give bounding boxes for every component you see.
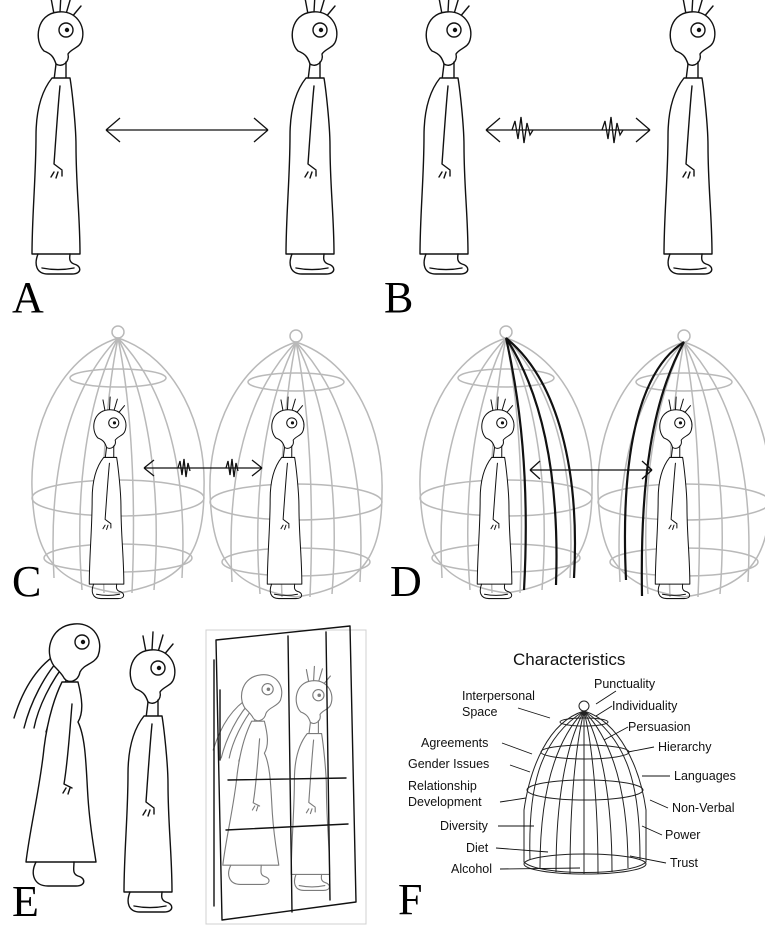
person-figure xyxy=(267,397,304,599)
label-relationship: Relationship xyxy=(408,779,477,793)
label-gender-issues: Gender Issues xyxy=(408,757,489,771)
label-languages: Languages xyxy=(674,769,736,783)
panel-label-c: C xyxy=(12,557,41,606)
panel-label-a: A xyxy=(12,273,44,322)
label-agreements: Agreements xyxy=(421,736,488,750)
panel-a: A xyxy=(12,0,337,322)
distorted-communication-arrow xyxy=(486,117,650,143)
panel-d: D xyxy=(390,326,765,606)
cage-diagram-title: Characteristics xyxy=(513,650,625,669)
label-punctuality: Punctuality xyxy=(594,677,656,691)
label-diversity: Diversity xyxy=(440,819,489,833)
panel-label-e: E xyxy=(12,877,39,926)
label-trust: Trust xyxy=(670,856,699,870)
label-non-verbal: Non-Verbal xyxy=(672,801,735,815)
label-power: Power xyxy=(665,828,700,842)
label-interpersonal: Interpersonal xyxy=(462,689,535,703)
panel-b: B xyxy=(384,0,715,322)
panel-label-f: F xyxy=(398,875,422,924)
panel-label-d: D xyxy=(390,557,422,606)
woman-figure xyxy=(14,624,100,886)
panel-e: E xyxy=(12,624,366,926)
panel-label-b: B xyxy=(384,273,413,322)
person-figure xyxy=(124,632,175,912)
right-characteristics: Punctuality Individuality Persuasion Hie… xyxy=(594,677,736,870)
person-figure xyxy=(32,0,83,274)
person-figure xyxy=(89,397,126,599)
mirror-image-panel xyxy=(206,626,366,924)
person-figure xyxy=(420,0,471,274)
panel-c: C xyxy=(12,326,382,606)
person-figure xyxy=(664,0,715,274)
communication-arrow xyxy=(106,118,268,142)
person-figure xyxy=(477,397,514,599)
person-figure xyxy=(286,0,337,274)
label-space: Space xyxy=(462,705,497,719)
label-diet: Diet xyxy=(466,841,489,855)
left-characteristics: Interpersonal Space Agreements Gender Is… xyxy=(408,689,535,876)
label-development: Development xyxy=(408,795,482,809)
label-alcohol: Alcohol xyxy=(451,862,492,876)
person-figure xyxy=(655,397,692,599)
label-persuasion: Persuasion xyxy=(628,720,691,734)
panel-f: Characteristics Interpersonal Space Agre… xyxy=(398,650,736,924)
label-hierarchy: Hierarchy xyxy=(658,740,712,754)
label-individuality: Individuality xyxy=(612,699,678,713)
